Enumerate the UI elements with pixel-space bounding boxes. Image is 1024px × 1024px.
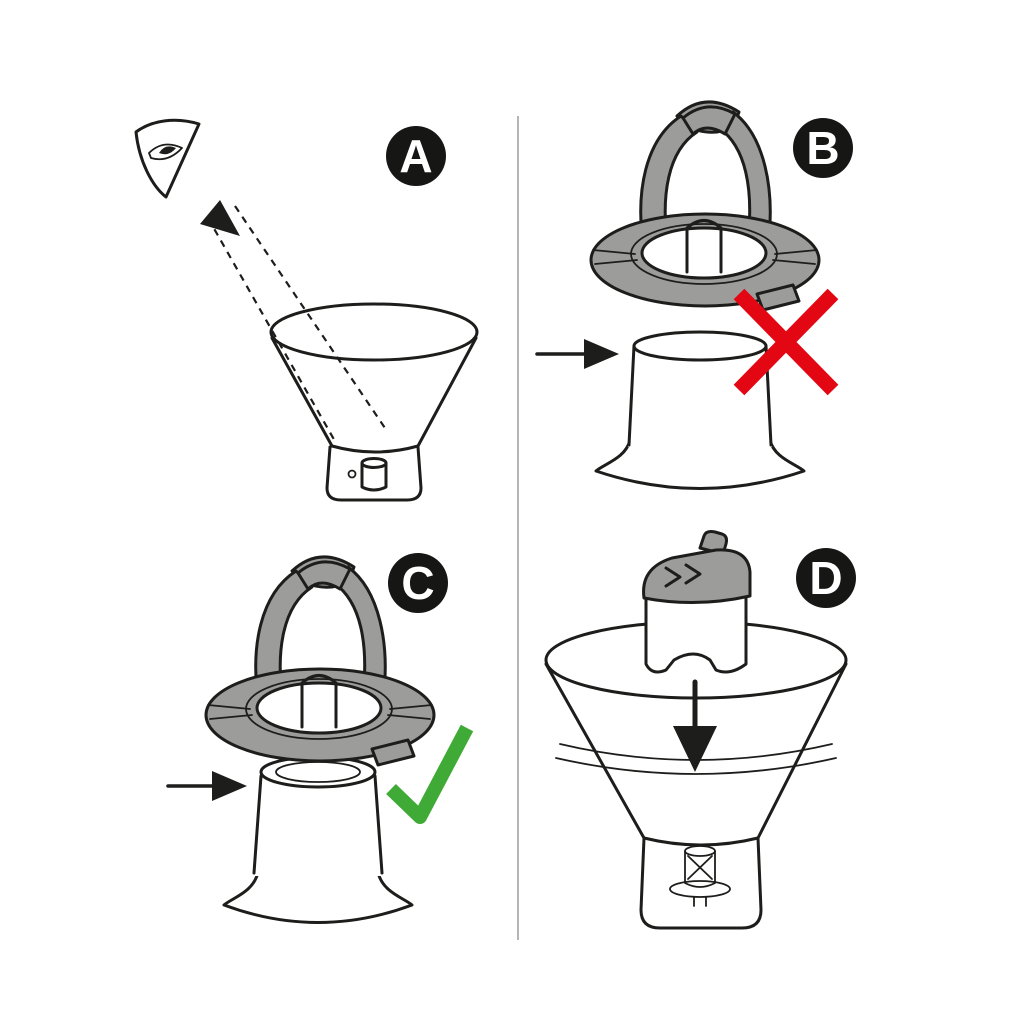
filter-cartridge <box>594 330 806 490</box>
valve-stem-pins <box>693 896 707 907</box>
check-icon <box>386 724 474 824</box>
cartridge-top <box>632 330 768 362</box>
step-badge-b: B <box>793 118 853 178</box>
adapter-ring <box>589 100 821 312</box>
arrow-down-icon <box>673 679 717 772</box>
step-badges: A B C D <box>386 118 856 613</box>
funnel-stem <box>325 445 423 502</box>
valve-top <box>360 457 388 469</box>
funnel-outline <box>269 302 479 502</box>
step-letter-b: B <box>806 122 839 174</box>
arrow-right-icon <box>535 339 619 369</box>
eye-pupil <box>159 146 176 155</box>
valve-cross-lines <box>687 855 713 880</box>
sight-lines <box>207 205 388 444</box>
panel-a-illustration <box>134 118 479 502</box>
cross-icon <box>733 288 839 396</box>
step-badge-c: C <box>388 553 448 613</box>
funnel-stem <box>639 836 763 930</box>
cartridge-sides <box>252 774 384 875</box>
funnel-cone-left <box>270 336 334 448</box>
funnel-cone-right <box>416 336 478 448</box>
arrow-right-icon <box>166 771 247 801</box>
eye-icon <box>134 118 201 199</box>
funnel-rim <box>269 302 479 362</box>
valve-seat <box>669 880 731 898</box>
cartridge-base <box>222 870 414 924</box>
valve-body <box>360 461 388 492</box>
funnel-seam-lower <box>555 757 837 775</box>
lid-chevrons <box>664 563 702 588</box>
valve-body <box>684 850 716 888</box>
view-arrowhead-icon <box>200 200 240 236</box>
filter-cartridge <box>222 755 414 924</box>
step-letter-a: A <box>399 130 432 182</box>
cartridge-body <box>644 592 748 674</box>
funnel-shoulder <box>642 836 760 847</box>
valve-pin <box>347 469 357 479</box>
step-badge-d: D <box>796 548 856 608</box>
jug-funnel <box>544 620 848 930</box>
panel-d-illustration <box>544 530 848 930</box>
panel-c-illustration <box>166 555 474 924</box>
eye-lens <box>148 143 183 161</box>
funnel-shoulder <box>330 444 420 454</box>
step-letter-d: D <box>809 552 842 604</box>
valve-detail <box>669 845 731 907</box>
valve-top <box>684 845 716 857</box>
step-badge-a: A <box>386 126 446 186</box>
panel-b-illustration <box>535 100 839 490</box>
cartridge-base <box>594 438 806 490</box>
filter-cartridge-small <box>642 530 752 674</box>
step-letter-c: C <box>401 557 434 609</box>
